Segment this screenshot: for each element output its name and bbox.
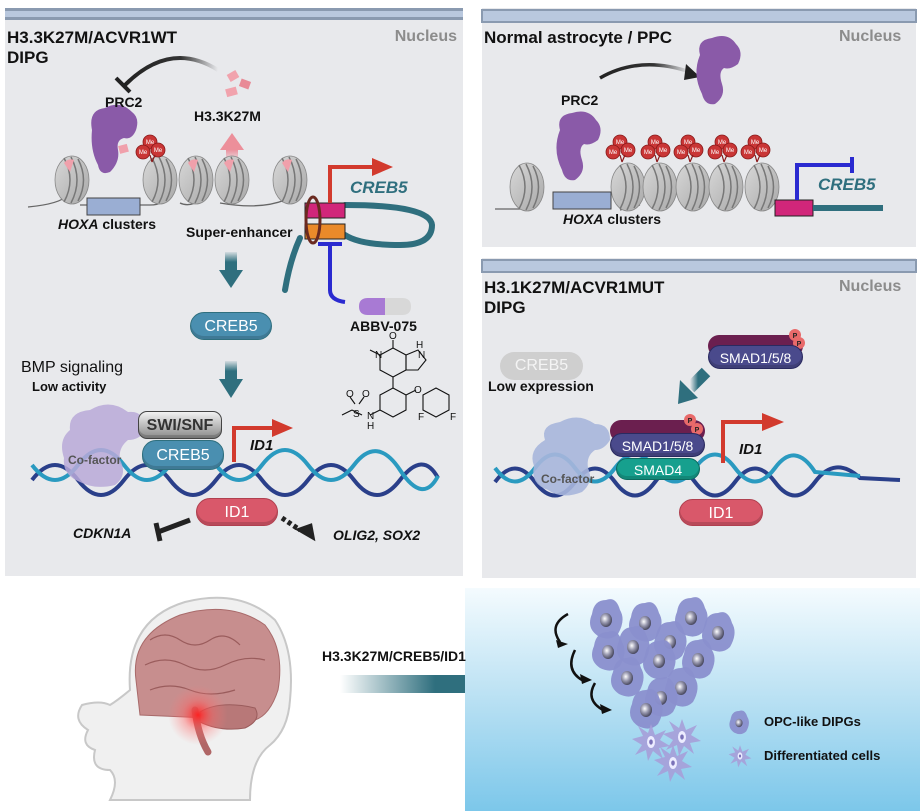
phospho-label: P bbox=[797, 341, 802, 348]
hoxa-cluster-box-2 bbox=[552, 191, 612, 210]
drug-label: ABBV-075 bbox=[350, 318, 417, 334]
panel-title-line1: H3.3K27M/ACVR1WT bbox=[7, 28, 178, 47]
svg-text:H: H bbox=[416, 340, 423, 351]
id1-protein-pill: ID1 bbox=[196, 498, 278, 526]
cdkn1a-inhibition bbox=[157, 517, 191, 535]
nuclear-membrane-bar bbox=[5, 8, 463, 20]
smad4-pill: SMAD4 bbox=[616, 458, 700, 480]
pink-histone-tails bbox=[64, 159, 292, 172]
olig2-sox2-label: OLIG2, SOX2 bbox=[333, 527, 421, 543]
id1-protein-pill-2: ID1 bbox=[679, 499, 763, 526]
svg-text:O: O bbox=[362, 389, 370, 400]
svg-text:O: O bbox=[389, 331, 397, 342]
nucleus-label: Nucleus bbox=[394, 28, 457, 45]
creb5-gene-label: CREB5 bbox=[350, 178, 408, 197]
h33k27m-fragments-icon bbox=[225, 70, 252, 98]
smad158-free-pill: SMAD1/5/8 bbox=[708, 345, 803, 369]
svg-text:S: S bbox=[353, 409, 360, 420]
phospho-label: P bbox=[793, 333, 798, 340]
tumor-glow bbox=[168, 685, 228, 745]
prc2-complex-2b bbox=[696, 36, 741, 105]
bmp-signaling-label: BMP signaling bbox=[21, 359, 123, 376]
abbv-075-structure bbox=[341, 340, 450, 418]
enhancer-box-pink bbox=[304, 202, 346, 219]
hoxa-suffix-2: clusters bbox=[603, 211, 662, 227]
hoxa-gene-name: HOXA bbox=[58, 216, 99, 232]
hoxa-cluster-box bbox=[86, 197, 141, 216]
id1-gene-label-2: ID1 bbox=[739, 441, 763, 458]
cofactor-label-2: Co-factor bbox=[541, 472, 595, 486]
down-arrow-1 bbox=[219, 252, 243, 288]
svg-text:H: H bbox=[367, 421, 374, 432]
panel-title-line2: DIPG bbox=[7, 48, 49, 67]
nucleus-label-3: Nucleus bbox=[839, 278, 902, 295]
drug-capsule-icon bbox=[359, 298, 411, 315]
differentiated-cell bbox=[663, 719, 701, 756]
self-renewal-arrows bbox=[554, 612, 604, 712]
pathway-label: H3.3K27M/CREB5/ID1 bbox=[322, 648, 466, 664]
bet-inhibition-line bbox=[328, 245, 346, 304]
down-arrow-2 bbox=[219, 361, 243, 398]
structure-atom-labels: O N H N O S O O N H F F bbox=[346, 331, 456, 432]
creb5-low-expression-label: Low expression bbox=[488, 378, 594, 394]
svg-text:O: O bbox=[414, 385, 422, 396]
prc2-complex bbox=[91, 104, 138, 174]
creb5-gene-label-2: CREB5 bbox=[818, 175, 876, 194]
prc2-bound-tail bbox=[118, 143, 129, 154]
bmp-activity-label: Low activity bbox=[32, 379, 107, 394]
legend-differentiated-label: Differentiated cells bbox=[764, 748, 881, 763]
cdkn1a-label: CDKN1A bbox=[73, 525, 132, 541]
svg-text:O: O bbox=[346, 389, 354, 400]
hoxa-clusters-label-2: HOXA clusters bbox=[563, 211, 661, 227]
hoxa-gene-name-2: HOXA bbox=[563, 211, 604, 227]
svg-text:N: N bbox=[375, 350, 382, 361]
svg-text:N: N bbox=[367, 411, 374, 422]
creb5-gene-bar bbox=[813, 205, 883, 211]
cofactor-label: Co-factor bbox=[68, 453, 122, 467]
panel-title-h31-line1: H3.1K27M/ACVR1MUT bbox=[484, 278, 665, 297]
olig2-activation-dashed bbox=[280, 515, 302, 533]
prc2-label: PRC2 bbox=[105, 94, 143, 110]
infant-head-illustration bbox=[77, 596, 292, 801]
swi-snf-pill: SWI/SNF bbox=[138, 411, 222, 439]
svg-text:F: F bbox=[450, 412, 456, 423]
creb5-transcription-arrow bbox=[328, 165, 375, 203]
smad-translocation-arrow bbox=[678, 367, 711, 404]
phospho-label: P bbox=[695, 427, 700, 434]
id1-transcription-arrow-2 bbox=[721, 420, 765, 463]
creb5-protein-pill: CREB5 bbox=[190, 312, 272, 340]
enhancer-box-orange bbox=[304, 223, 346, 240]
svg-text:F: F bbox=[418, 412, 424, 423]
cofactor-complex bbox=[62, 404, 145, 487]
hoxa-suffix: clusters bbox=[98, 216, 157, 232]
cohesin-ring bbox=[304, 195, 322, 245]
creb5-low-pill: CREB5 bbox=[500, 352, 583, 380]
svg-text:N: N bbox=[418, 350, 425, 361]
prc2-complex-2a bbox=[556, 111, 601, 181]
prc2-spread-arrow bbox=[599, 63, 691, 80]
panel-title-normal: Normal astrocyte / PPC bbox=[484, 28, 673, 47]
phospho-label: P bbox=[688, 418, 693, 425]
prc2-label-2: PRC2 bbox=[561, 92, 599, 108]
nuclear-membrane-bar-2 bbox=[481, 9, 917, 23]
panel-title-h31-line2: DIPG bbox=[484, 298, 526, 317]
nucleus-label-2: Nucleus bbox=[839, 28, 902, 45]
hoxa-clusters-label: HOXA clusters bbox=[58, 216, 156, 232]
differentiated-cell-icon bbox=[728, 745, 752, 768]
super-enhancer-label: Super-enhancer bbox=[186, 224, 293, 240]
inhibition-arc bbox=[123, 56, 220, 87]
opc-cell-icon bbox=[729, 710, 749, 735]
creb5-repressed-arrow bbox=[795, 163, 852, 200]
id1-transcription-arrow bbox=[232, 426, 275, 462]
creb5-chromatin-loop bbox=[282, 202, 436, 293]
legend-opc-label: OPC-like DIPGs bbox=[764, 714, 861, 729]
h33k27m-label: H3.3K27M bbox=[194, 108, 261, 124]
id1-gene-label: ID1 bbox=[250, 437, 274, 454]
cofactor-complex-2 bbox=[532, 417, 610, 496]
nuclear-membrane-bar-3 bbox=[481, 259, 917, 273]
creb5-bound-pill: CREB5 bbox=[142, 440, 224, 470]
smad158-bound-pill: SMAD1/5/8 bbox=[610, 433, 705, 457]
inhibition-bar bbox=[114, 76, 132, 94]
